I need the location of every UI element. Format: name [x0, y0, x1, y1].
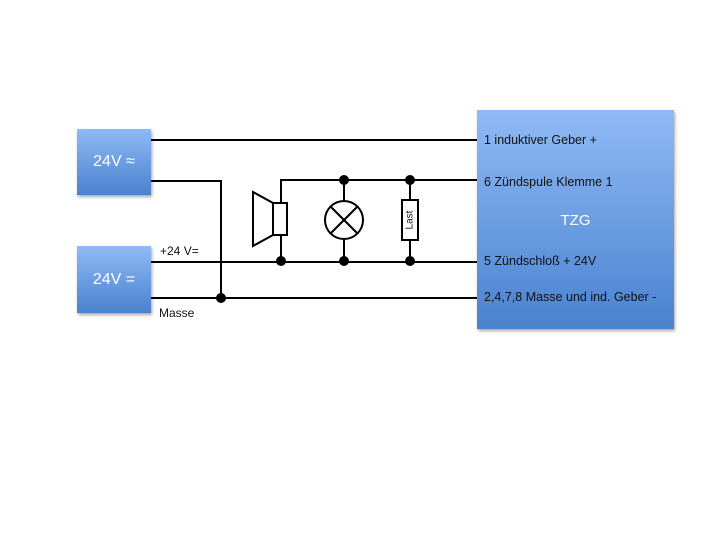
tzg-box: 1 induktiver Geber + 6 Zündspule Klemme …: [477, 110, 674, 329]
wire-ac-return: [151, 180, 222, 298]
junction-dot: [339, 175, 349, 185]
lamp-icon: [324, 200, 364, 240]
pin-1-label: 1 induktiver Geber +: [484, 133, 597, 147]
dc-source-label: 24V =: [92, 271, 136, 288]
speaker-icon: [252, 190, 288, 248]
junctions: [216, 175, 415, 303]
pin-6-label: 6 Zündspule Klemme 1: [484, 175, 613, 189]
pin-ground-label: 2,4,7,8 Masse und ind. Geber -: [484, 290, 657, 304]
junction-dot: [405, 256, 415, 266]
junction-dot: [405, 175, 415, 185]
ac-source-label: 24V ≈: [93, 153, 135, 170]
plus24-label: +24 V=: [160, 244, 199, 258]
junction-dot: [339, 256, 349, 266]
masse-label: Masse: [159, 306, 195, 320]
junction-dot: [276, 256, 286, 266]
wire-klemme1: [280, 179, 477, 203]
pin-5-label: 5 Zündschloß + 24V: [484, 254, 597, 268]
tzg-title: TZG: [560, 212, 591, 229]
load-label: Last: [405, 210, 416, 229]
ac-source-box: 24V ≈: [77, 129, 151, 195]
junction-dot: [216, 293, 226, 303]
dc-source-box: 24V =: [77, 246, 151, 313]
load-resistor: Last: [401, 199, 419, 241]
